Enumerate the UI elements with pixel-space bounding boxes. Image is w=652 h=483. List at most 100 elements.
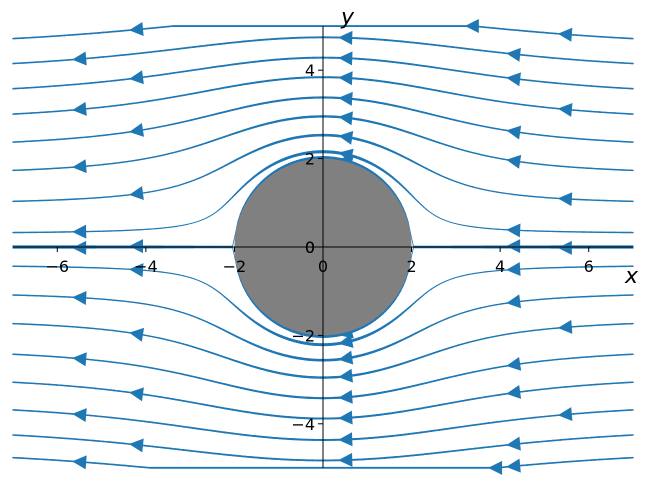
streamline-segment	[201, 218, 205, 221]
streamline-arrow	[338, 389, 353, 404]
streamline-arrow	[338, 30, 353, 45]
streamline-arrow	[129, 438, 144, 453]
streamline-segment	[214, 210, 218, 214]
streamline-arrow	[506, 72, 521, 87]
streamline-arrow	[506, 239, 521, 254]
streamline-arrow	[557, 192, 573, 207]
streamline-segment	[208, 214, 213, 217]
streamline-segment	[232, 247, 236, 260]
streamline-segment	[242, 284, 247, 292]
streamline-segment	[410, 247, 414, 260]
streamline-segment	[237, 271, 241, 281]
streamline-arrow	[506, 458, 521, 473]
streamline-arrow	[72, 101, 87, 116]
streamline-arrow	[557, 102, 573, 117]
streamline-segment	[420, 204, 425, 208]
streamline-arrow	[129, 387, 144, 402]
streamline-segment	[402, 278, 407, 287]
y-tick-label: −2	[291, 326, 315, 345]
streamline-arrow	[338, 111, 353, 126]
streamline-segment	[410, 234, 414, 247]
streamline-segment	[397, 289, 402, 296]
streamline-segment	[402, 207, 407, 216]
x-tick-label: −6	[45, 257, 69, 276]
streamline-segment	[242, 202, 247, 210]
streamline-segment	[425, 208, 430, 212]
x-axis-label: x	[624, 264, 639, 289]
streamline-segment	[237, 213, 241, 223]
streamline-segment	[433, 214, 438, 217]
streamline-arrow	[72, 240, 87, 255]
x-tick-label: 2	[406, 257, 416, 276]
streamline-segment	[216, 208, 221, 212]
streamline-arrow	[557, 27, 573, 42]
streamline-arrow	[506, 294, 522, 309]
streamline-arrow	[72, 159, 87, 174]
streamline-arrow	[506, 436, 521, 451]
streamline-arrow	[338, 71, 353, 86]
streamline-segment	[232, 234, 236, 247]
streamline-arrow	[72, 352, 87, 367]
streamline-arrow	[338, 432, 353, 447]
streamline-arrow	[338, 91, 353, 106]
streamline-arrow	[488, 460, 503, 475]
streamline-segment	[239, 207, 244, 216]
streamline-arrow	[464, 19, 479, 34]
streamline-arrow	[338, 51, 353, 66]
streamline-segment	[438, 217, 443, 220]
streamline-segment	[428, 210, 432, 214]
streamline-arrow	[72, 224, 87, 239]
streamline-arrow	[506, 384, 522, 399]
x-tick-label: −2	[223, 257, 247, 276]
y-tick-label: 0	[305, 238, 315, 257]
x-tick-label: 4	[495, 257, 505, 276]
streamline-arrow	[557, 319, 573, 334]
streamline-segment	[436, 215, 440, 219]
streamline-segment	[203, 217, 208, 220]
y-tick-label: 4	[305, 61, 315, 80]
streamline-arrow	[506, 154, 522, 169]
x-tick-label: −4	[134, 257, 158, 276]
streamline-segment	[206, 215, 210, 219]
streamline-arrow	[129, 122, 145, 137]
streamline-segment	[431, 212, 435, 216]
streamline-arrow	[338, 410, 353, 425]
streamline-arrow	[338, 350, 354, 365]
streamline-arrow	[557, 240, 572, 255]
y-tick-label: 2	[305, 150, 315, 169]
streamline-segment	[219, 206, 223, 210]
streamline-arrow	[129, 327, 145, 342]
streamline-arrow	[506, 223, 521, 238]
x-tick-label: 6	[584, 257, 594, 276]
streamline-arrow	[338, 334, 354, 348]
y-axis-label: y	[340, 5, 355, 30]
streamline-segment	[239, 278, 244, 287]
streamline-arrow	[506, 262, 521, 277]
streamline-arrow	[72, 408, 87, 423]
streamline-segment	[399, 202, 404, 210]
streamline-arrow	[506, 125, 522, 140]
streamline-arrow	[338, 130, 354, 145]
streamline-arrow	[557, 407, 573, 422]
streamline-segment	[399, 284, 404, 292]
streamline-segment	[397, 198, 402, 205]
origin-tick-label: 0	[305, 238, 315, 257]
streamline-arrow	[338, 452, 353, 467]
streamline-segment	[417, 201, 422, 206]
streamline-segment	[211, 212, 215, 216]
streamline-segment	[405, 271, 409, 281]
streamline-arrow	[129, 186, 144, 201]
streamline-arrow	[506, 47, 521, 62]
y-tick-label: −4	[291, 415, 315, 434]
streamline-arrow	[338, 368, 353, 383]
streamline-arrow	[129, 70, 144, 85]
streamline-segment	[405, 213, 409, 223]
streamline-arrow	[72, 455, 87, 470]
x-tick-label: 0	[318, 257, 328, 276]
streamline-segment	[415, 199, 420, 203]
streamlines	[12, 19, 634, 475]
streamline-arrow	[72, 51, 87, 66]
streamline-arrow	[72, 291, 87, 305]
